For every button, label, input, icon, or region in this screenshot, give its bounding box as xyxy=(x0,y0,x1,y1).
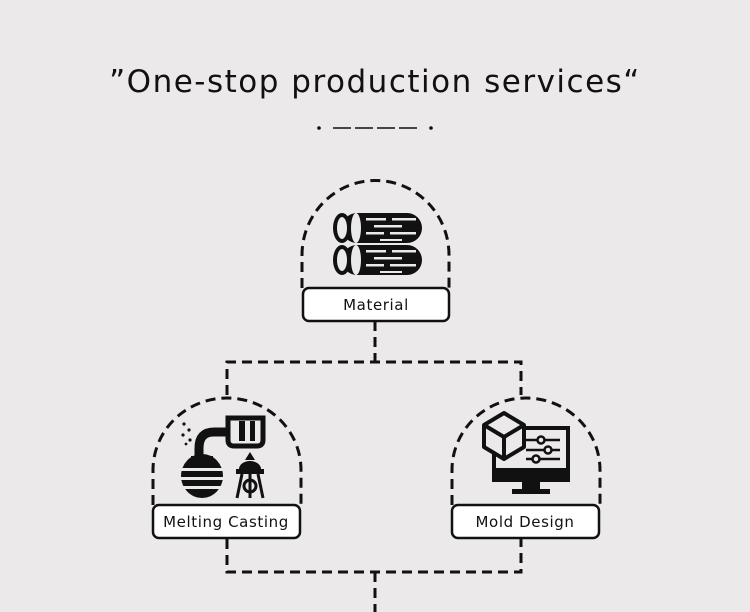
node-label-box xyxy=(450,503,601,540)
connector-lines xyxy=(225,321,523,612)
node-mold-design: Mold Design xyxy=(450,396,602,540)
dome-outline xyxy=(300,179,451,288)
connector-top-branch xyxy=(225,360,523,395)
node-label-box xyxy=(151,503,302,540)
steel-bars-icon xyxy=(333,213,422,275)
dome-outline xyxy=(450,396,602,505)
title-divider xyxy=(317,126,433,130)
page-title: ”One-stop production services“ xyxy=(109,64,641,100)
node-label-box xyxy=(301,286,451,323)
node-label: Material xyxy=(343,296,409,314)
dome-outline xyxy=(151,396,303,505)
connector-bottom-branch xyxy=(225,539,523,574)
node-melting-casting: Melting Casting xyxy=(151,396,303,540)
melting-furnace-icon xyxy=(180,415,266,499)
node-material: Material xyxy=(300,179,451,323)
node-label: Mold Design xyxy=(476,513,575,531)
cad-monitor-icon xyxy=(482,411,570,494)
node-label: Melting Casting xyxy=(163,513,289,531)
